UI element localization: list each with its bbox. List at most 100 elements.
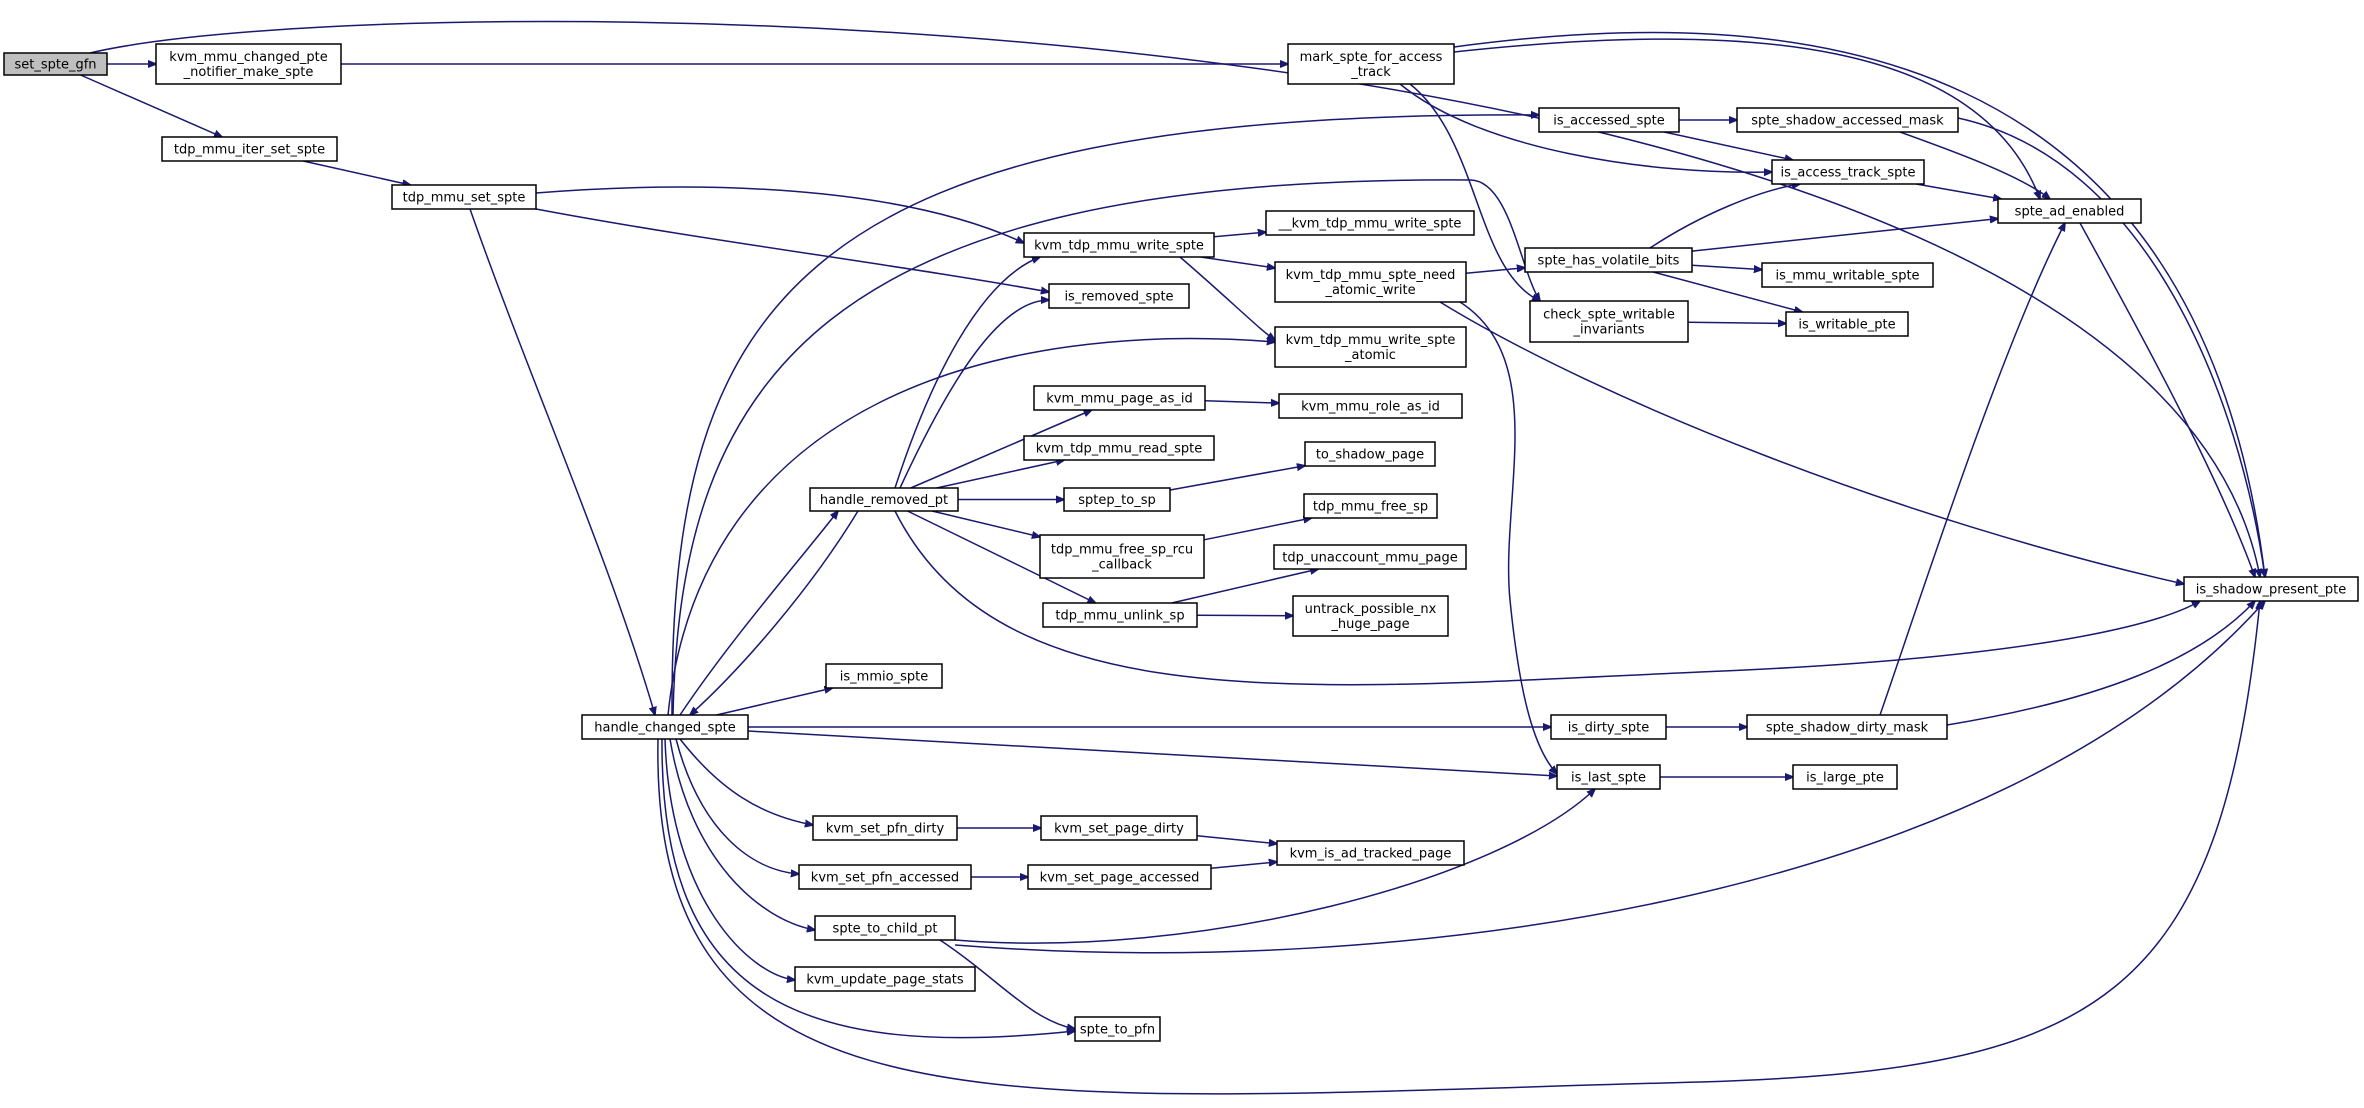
edge-spte_shadow_accessed_mask-to-spte_ad_enabled xyxy=(1899,131,2050,199)
node-__kvm_tdp_mmu_write_spte[interactable]: __kvm_tdp_mmu_write_spte xyxy=(1265,210,1475,236)
node-box xyxy=(1023,435,1215,461)
node-is_shadow_present_pte[interactable]: is_shadow_present_pte xyxy=(2183,576,2359,602)
node-set_spte_gfn[interactable]: set_spte_gfn xyxy=(3,52,108,76)
node-box xyxy=(1538,107,1680,133)
node-is_last_spte[interactable]: is_last_spte xyxy=(1556,764,1661,790)
node-box xyxy=(2183,576,2359,602)
node-label: kvm_mmu_changed_pte xyxy=(169,50,327,65)
node-spte_shadow_dirty_mask[interactable]: spte_shadow_dirty_mask xyxy=(1746,714,1948,740)
node-is_large_pte[interactable]: is_large_pte xyxy=(1792,764,1898,790)
node-box xyxy=(1027,864,1212,890)
edge-spte_to_child_pt-to-is_shadow_present_pte xyxy=(954,601,2265,954)
node-handle_changed_spte[interactable]: handle_changed_spte xyxy=(581,714,749,740)
node-label: kvm_tdp_mmu_write_spte xyxy=(1286,333,1456,348)
node-kvm_tdp_mmu_read_spte[interactable]: kvm_tdp_mmu_read_spte xyxy=(1023,435,1215,461)
node-box xyxy=(1761,262,1934,288)
edge-tdp_mmu_free_sp_rcu_callback-to-tdp_mmu_free_sp xyxy=(1203,518,1312,541)
node-kvm_mmu_role_as_id[interactable]: kvm_mmu_role_as_id xyxy=(1278,393,1463,419)
node-kvm_update_page_stats[interactable]: kvm_update_page_stats xyxy=(794,966,976,992)
edge-tdp_mmu_set_spte-to-is_removed_spte xyxy=(535,208,1049,292)
node-to_shadow_page[interactable]: to_shadow_page xyxy=(1304,441,1436,467)
node-label: check_spte_writable xyxy=(1543,308,1675,323)
node-is_access_track_spte[interactable]: is_access_track_spte xyxy=(1771,159,1925,185)
node-label: set_spte_gfn xyxy=(14,58,96,73)
node-box xyxy=(1276,840,1465,866)
edge-handle_removed_pt-to-tdp_mmu_free_sp_rcu_callback xyxy=(931,510,1040,537)
node-is_removed_spte[interactable]: is_removed_spte xyxy=(1048,283,1190,309)
node-check_spte_writable_invariants[interactable]: check_spte_writable_invariants xyxy=(1529,300,1689,343)
edge-kvm_tdp_mmu_spte_need_atomic_write-to-is_last_spte xyxy=(1459,301,1557,774)
node-tdp_mmu_free_sp[interactable]: tdp_mmu_free_sp xyxy=(1303,493,1438,519)
node-box xyxy=(1033,385,1206,411)
edge-handle_changed_spte-to-is_mmio_spte xyxy=(716,688,833,716)
node-kvm_set_page_dirty[interactable]: kvm_set_page_dirty xyxy=(1040,815,1198,841)
node-label: _invariants xyxy=(1572,323,1644,338)
node-label: tdp_mmu_unlink_sp xyxy=(1055,609,1184,624)
edge-spte_has_volatile_bits-to-spte_ad_enabled xyxy=(1691,219,1998,252)
node-label: kvm_update_page_stats xyxy=(806,973,964,988)
node-box xyxy=(1304,441,1436,467)
node-label: kvm_mmu_page_as_id xyxy=(1046,392,1193,407)
edge-tdp_mmu_set_spte-to-kvm_tdp_mmu_write_spte xyxy=(535,186,1024,243)
edge-kvm_tdp_mmu_spte_need_atomic_write-to-spte_has_volatile_bits xyxy=(1465,268,1525,274)
node-label: kvm_is_ad_tracked_page xyxy=(1290,847,1452,862)
node-tdp_unaccount_mmu_page[interactable]: tdp_unaccount_mmu_page xyxy=(1273,544,1467,570)
node-spte_to_pfn[interactable]: spte_to_pfn xyxy=(1074,1016,1161,1042)
node-is_mmio_spte[interactable]: is_mmio_spte xyxy=(825,663,943,689)
node-spte_ad_enabled[interactable]: spte_ad_enabled xyxy=(1997,198,2142,224)
node-is_accessed_spte[interactable]: is_accessed_spte xyxy=(1538,107,1680,133)
node-label: _atomic_write xyxy=(1324,283,1415,298)
edge-is_access_track_spte-to-spte_ad_enabled xyxy=(1916,183,2001,199)
node-spte_has_volatile_bits[interactable]: spte_has_volatile_bits xyxy=(1524,247,1693,273)
node-is_dirty_spte[interactable]: is_dirty_spte xyxy=(1550,714,1667,740)
node-box xyxy=(391,184,537,210)
node-untrack_possible_nx_huge_page[interactable]: untrack_possible_nx_huge_page xyxy=(1292,595,1449,637)
node-kvm_mmu_page_as_id[interactable]: kvm_mmu_page_as_id xyxy=(1033,385,1206,411)
edge-spte_ad_enabled-to-is_shadow_present_pte xyxy=(2079,222,2255,577)
node-kvm_set_page_accessed[interactable]: kvm_set_page_accessed xyxy=(1027,864,1212,890)
edge-handle_removed_pt-to-kvm_tdp_mmu_read_spte xyxy=(936,460,1065,489)
node-kvm_tdp_mmu_write_spte_atomic[interactable]: kvm_tdp_mmu_write_spte_atomic xyxy=(1274,326,1467,368)
node-box xyxy=(1023,232,1215,258)
node-spte_to_child_pt[interactable]: spte_to_child_pt xyxy=(814,915,956,941)
node-label: handle_removed_pt xyxy=(820,493,948,508)
node-tdp_mmu_iter_set_spte[interactable]: tdp_mmu_iter_set_spte xyxy=(161,136,338,162)
node-box xyxy=(1278,393,1463,419)
node-sptep_to_sp[interactable]: sptep_to_sp xyxy=(1063,487,1171,512)
node-is_writable_pte[interactable]: is_writable_pte xyxy=(1785,311,1909,337)
edge-handle_changed_spte-to-is_accessed_spte xyxy=(671,115,1539,716)
node-box xyxy=(1771,159,1925,185)
edge-spte_has_volatile_bits-to-is_writable_pte xyxy=(1653,271,1802,312)
node-box xyxy=(798,864,972,890)
node-kvm_tdp_mmu_spte_need_atomic_write[interactable]: kvm_tdp_mmu_spte_need_atomic_write xyxy=(1274,261,1467,303)
node-kvm_is_ad_tracked_page[interactable]: kvm_is_ad_tracked_page xyxy=(1276,840,1465,866)
node-spte_shadow_accessed_mask[interactable]: spte_shadow_accessed_mask xyxy=(1736,107,1959,133)
node-box xyxy=(1524,247,1693,273)
node-label: is_last_spte xyxy=(1571,771,1646,786)
node-box xyxy=(812,815,958,841)
node-tdp_mmu_free_sp_rcu_callback[interactable]: tdp_mmu_free_sp_rcu_callback xyxy=(1039,534,1205,579)
edge-handle_removed_pt-to-tdp_mmu_unlink_sp xyxy=(907,510,1096,603)
edge-handle_changed_spte-to-is_last_spte xyxy=(747,730,1557,776)
edge-check_spte_writable_invariants-to-is_writable_pte xyxy=(1687,322,1786,323)
edges xyxy=(80,20,2265,1095)
node-label: untrack_possible_nx xyxy=(1305,602,1437,617)
node-box xyxy=(1287,43,1455,85)
node-handle_removed_pt[interactable]: handle_removed_pt xyxy=(809,487,959,512)
node-box xyxy=(1042,602,1198,628)
node-tdp_mmu_set_spte[interactable]: tdp_mmu_set_spte xyxy=(391,184,537,210)
node-kvm_set_pfn_dirty[interactable]: kvm_set_pfn_dirty xyxy=(812,815,958,841)
node-is_mmu_writable_spte[interactable]: is_mmu_writable_spte xyxy=(1761,262,1934,288)
node-box xyxy=(1529,300,1689,343)
node-label: spte_to_pfn xyxy=(1080,1023,1155,1038)
node-label: kvm_tdp_mmu_read_spte xyxy=(1036,442,1202,457)
node-tdp_mmu_unlink_sp[interactable]: tdp_mmu_unlink_sp xyxy=(1042,602,1198,628)
node-box xyxy=(1274,326,1467,368)
node-kvm_set_pfn_accessed[interactable]: kvm_set_pfn_accessed xyxy=(798,864,972,890)
node-kvm_mmu_changed_pte_notifier_make_spte[interactable]: kvm_mmu_changed_pte_notifier_make_spte xyxy=(155,43,342,85)
node-kvm_tdp_mmu_write_spte[interactable]: kvm_tdp_mmu_write_spte xyxy=(1023,232,1215,258)
edge-kvm_mmu_page_as_id-to-kvm_mmu_role_as_id xyxy=(1204,401,1279,403)
node-mark_spte_for_access_track[interactable]: mark_spte_for_access_track xyxy=(1287,43,1455,85)
node-label: is_access_track_spte xyxy=(1781,166,1916,181)
